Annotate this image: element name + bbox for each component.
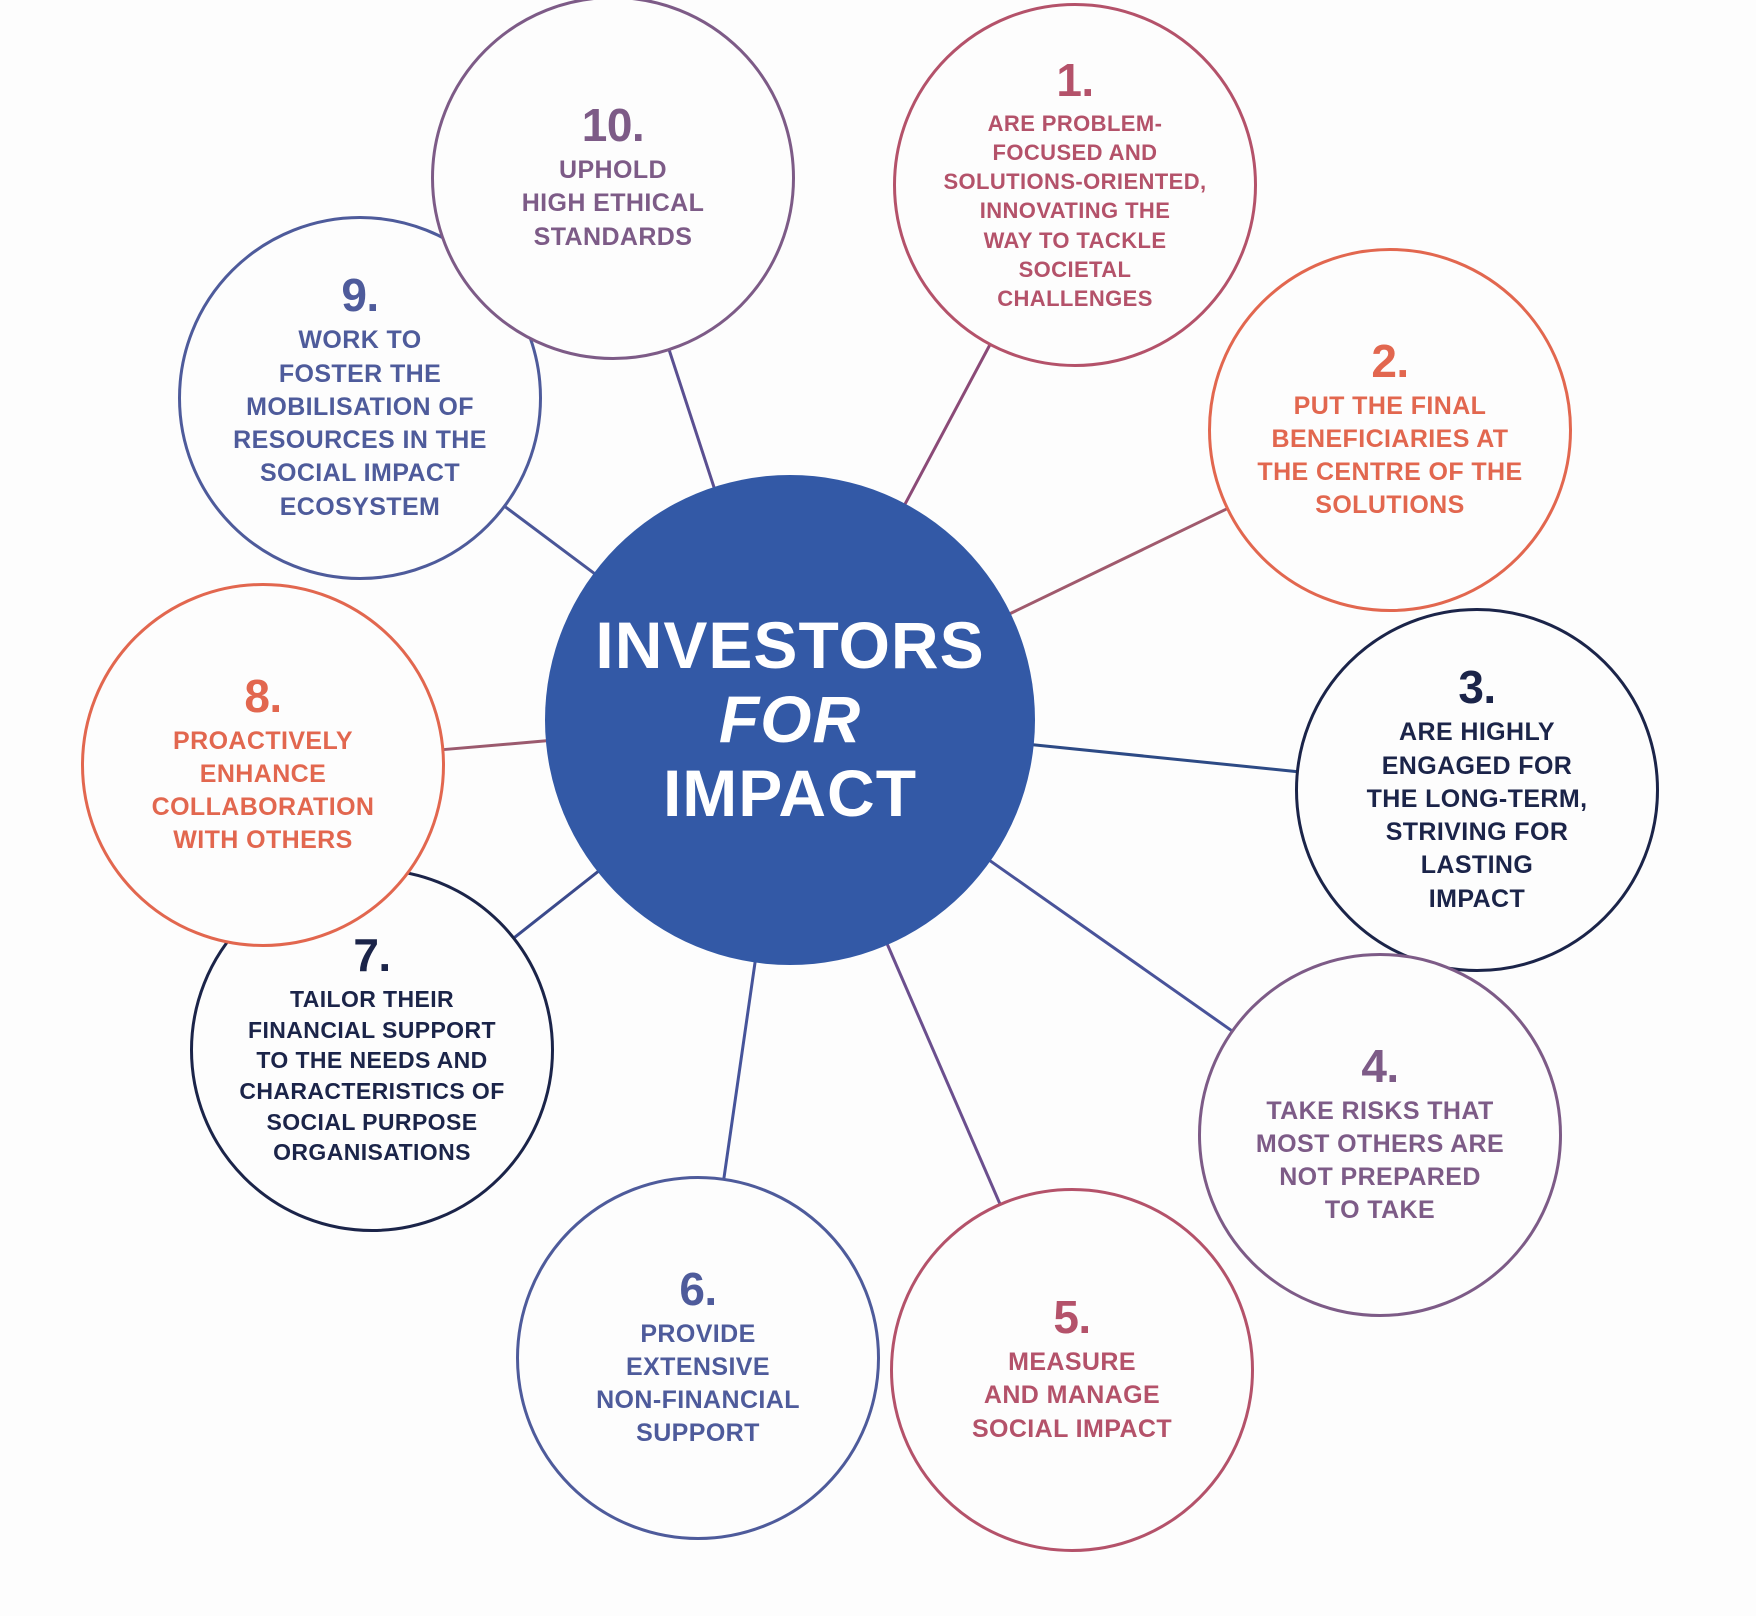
petal-number-7: 7. bbox=[353, 929, 391, 982]
connector-line-2 bbox=[1008, 506, 1229, 616]
connector-line-7 bbox=[512, 869, 601, 940]
connector-line-10 bbox=[667, 348, 716, 490]
petal-number-1: 1. bbox=[1056, 53, 1094, 106]
petal-number-10: 10. bbox=[581, 99, 645, 152]
connector-line-6 bbox=[722, 960, 757, 1181]
petal-number-3: 3. bbox=[1458, 661, 1496, 714]
petal-number-9: 9. bbox=[341, 269, 379, 322]
connector-line-4 bbox=[987, 858, 1234, 1033]
connector-line-9 bbox=[503, 504, 597, 576]
center-line-2: FOR bbox=[718, 682, 862, 757]
petal-number-2: 2. bbox=[1371, 334, 1409, 387]
petal-number-6: 6. bbox=[679, 1262, 717, 1315]
connector-line-5 bbox=[885, 942, 1002, 1206]
petal-number-4: 4. bbox=[1361, 1039, 1399, 1092]
connector-line-8 bbox=[442, 739, 549, 752]
center-line-1: INVESTORS bbox=[595, 608, 985, 683]
center-hub[interactable]: INVESTORS FOR IMPACT bbox=[545, 475, 1035, 965]
center-line-3: IMPACT bbox=[662, 755, 918, 830]
petal-number-5: 5. bbox=[1053, 1291, 1091, 1344]
connector-line-3 bbox=[1031, 743, 1299, 774]
petal-number-8: 8. bbox=[244, 669, 282, 722]
connector-line-1 bbox=[902, 343, 992, 507]
